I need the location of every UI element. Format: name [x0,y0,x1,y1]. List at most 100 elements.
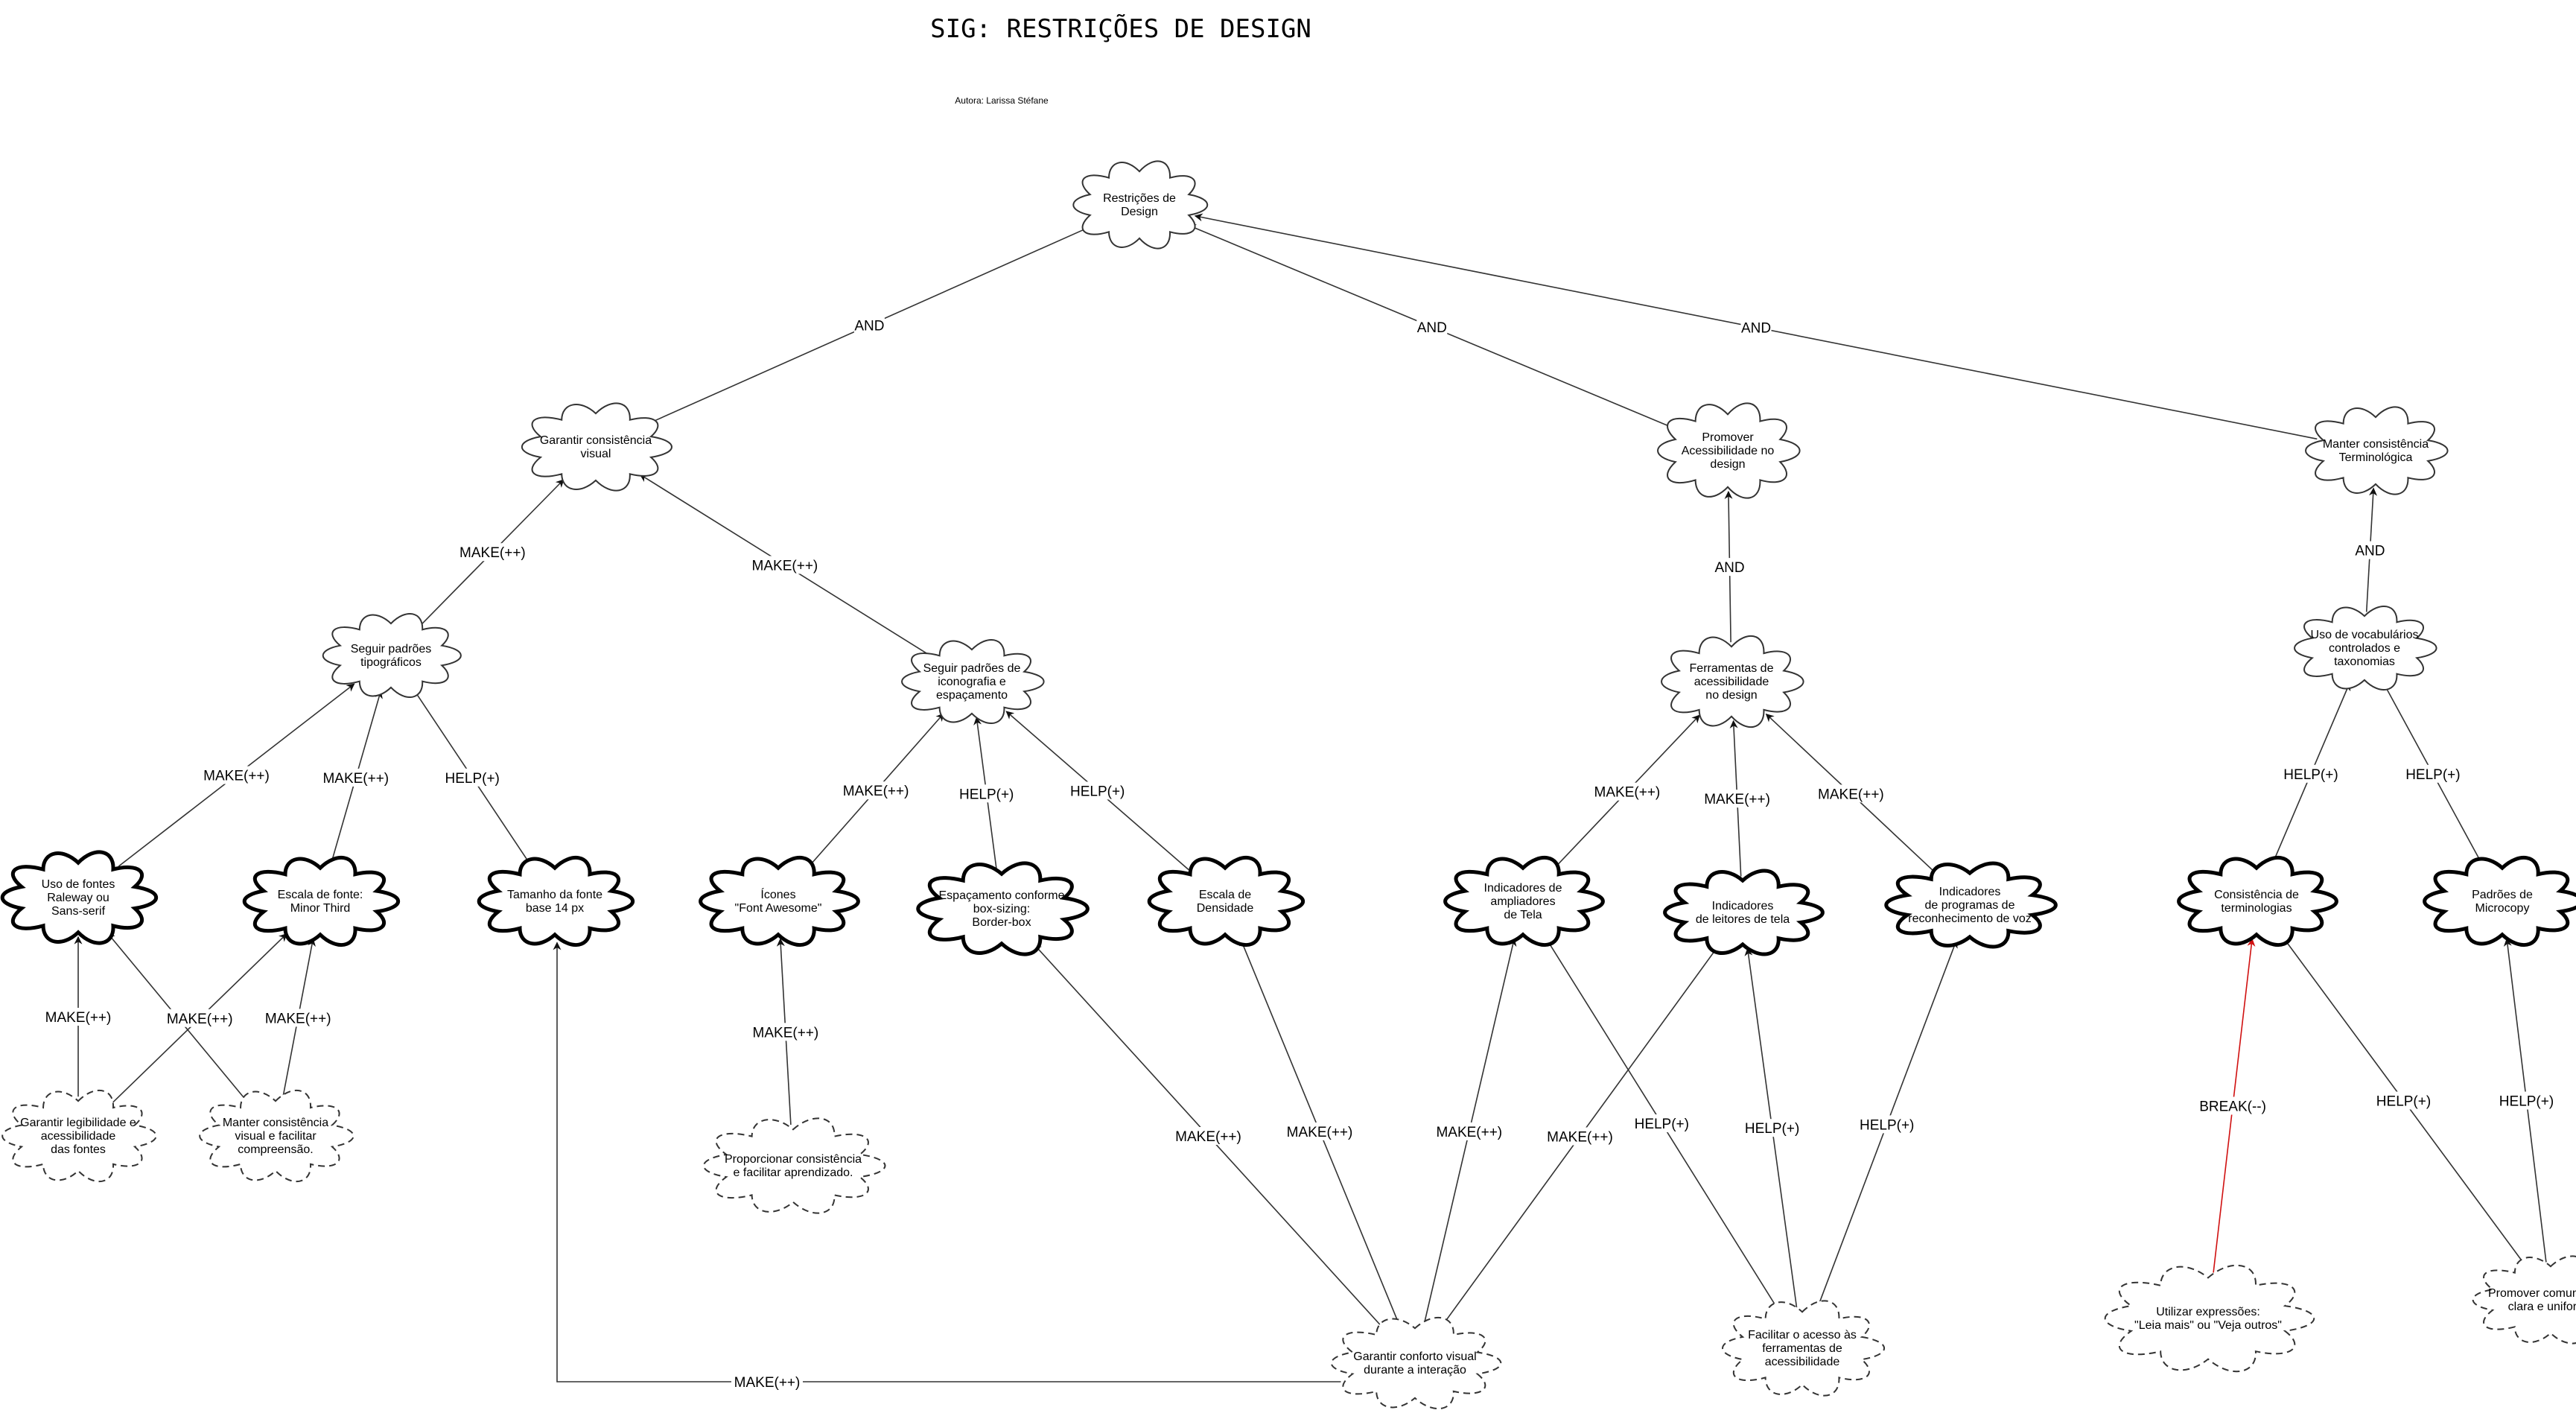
edge-label-consis-to-vocab: HELP(+) [2279,764,2343,783]
node-label-line: Indicadores [1712,900,1774,912]
node-label-line: base 14 px [526,902,584,915]
edge-label-text: MAKE(++) [752,558,818,574]
node-label-line: Manter consistência [2323,438,2429,451]
node-label-line: Padrões de [2472,889,2533,901]
node-label-line: acessibilidade [1765,1356,1840,1368]
edge-label-background [319,768,392,787]
edge-label-text: MAKE(++) [1594,785,1661,801]
cloud-shape [1072,160,1209,250]
edge-label-comun-to-consis: HELP(+) [2372,1091,2435,1110]
edge-label-densid-to-icone: HELP(+) [1066,781,1130,800]
node-espac[interactable]: Espaçamento conformebox-sizing:Border-bo… [916,861,1090,956]
edge-label-background [2372,1091,2435,1110]
node-label-line: Design [1121,206,1158,218]
node-express[interactable]: Utilizar expressões:"Leia mais" ou "Veja… [2104,1264,2315,1373]
cloud-shape [322,612,462,699]
edge-label-text: HELP(+) [1860,1117,1914,1133]
edge-label-text: MAKE(++) [843,784,909,799]
node-label-line: box-sizing: [973,903,1030,915]
node-label-line: Seguir padrões [351,643,432,655]
edge-label-background [1284,1122,1355,1140]
cloud-shape [199,1089,354,1183]
edge-label-text: MAKE(++) [1818,787,1884,802]
edge-label-background [2279,764,2343,783]
cloud-shape [1663,869,1825,956]
node-label-line: Acessibilidade no [1682,445,1775,457]
edge-label-conforto-to-leitor: MAKE(++) [1544,1127,1616,1146]
node-label-line: durante a interação [1364,1364,1466,1377]
edge-label-background [731,1373,803,1391]
node-label-line: Minor Third [290,902,351,915]
node-label-line: Microcopy [2475,902,2530,915]
edge-label-text: AND [1417,320,1447,336]
edge-label-facil-to-leitor: HELP(+) [1740,1119,1804,1137]
node-label-line: Espaçamento conforme [939,889,1065,902]
node-label-line: Escala de fonte: [278,889,363,901]
edge-label-text: AND [1714,560,1744,576]
edge-label-text: MAKE(++) [1287,1125,1353,1140]
node-icones[interactable]: Ícones"Font Awesome" [699,855,860,947]
node-label-line: Promover [1702,431,1754,444]
edge-label-facil-to-voz: HELP(+) [1855,1115,1919,1134]
node-comun[interactable]: Promover comunicaçãoclara e uniforme [2472,1255,2576,1344]
cloud-shape [2104,1264,2315,1373]
node-label-line: Tamanho da fonte [507,889,602,901]
edge-label-background [1433,1122,1505,1140]
node-label-line: Ícones [760,887,795,901]
node-label-line: acessibilidade [41,1130,116,1143]
node-label-line: ferramentas de [1762,1342,1842,1355]
node-escala[interactable]: Escala de fonte:Minor Third [242,855,401,947]
edge-label-legib-to-escala: MAKE(++) [164,1009,236,1027]
node-label-line: de leitores de tela [1696,913,1790,926]
edge-label-background [2354,541,2385,559]
node-label-line: Ferramentas de [1690,662,1774,675]
node-label-line: "Font Awesome" [735,902,822,915]
edge-label-text: MAKE(++) [1704,792,1770,807]
edge-label-text: HELP(+) [2376,1094,2431,1110]
edge-label-icone-to-visual: MAKE(++) [748,556,821,574]
node-label-line: Uso de fontes [42,878,115,891]
edge-label-text: AND [2355,544,2385,559]
edge-label-text: HELP(+) [959,787,1014,802]
node-label-line: acessibilidade [1694,676,1769,688]
node-label-line: Consistência de [2214,889,2299,901]
cloud-shape [1147,855,1306,947]
edge-label-acess-to-root: AND [1416,318,1448,337]
edge-label-background [1172,1127,1244,1145]
cloud-shape [901,638,1045,725]
cloud-shape [916,861,1090,956]
cloud-shape [2177,855,2338,947]
node-label-line: iconografia e [938,676,1006,688]
node-label-line: Proporcionar consistência [725,1153,862,1166]
edge-label-voz-to-ferr: MAKE(++) [1815,784,1887,803]
edge-label-background [955,784,1019,803]
edge-label-express-to-consis: BREAK(--) [2192,1096,2273,1115]
cloud-shape [2472,1255,2576,1344]
node-label-line: Uso de vocabulários [2311,629,2419,641]
node-legib[interactable]: Garantir legibilidade eacessibilidadedas… [1,1089,157,1183]
cloud-shape [2423,855,2576,947]
node-label-line: Raleway ou [47,892,109,904]
cloud-shape [2305,406,2449,495]
node-label-line: Manter consistência [223,1117,328,1129]
